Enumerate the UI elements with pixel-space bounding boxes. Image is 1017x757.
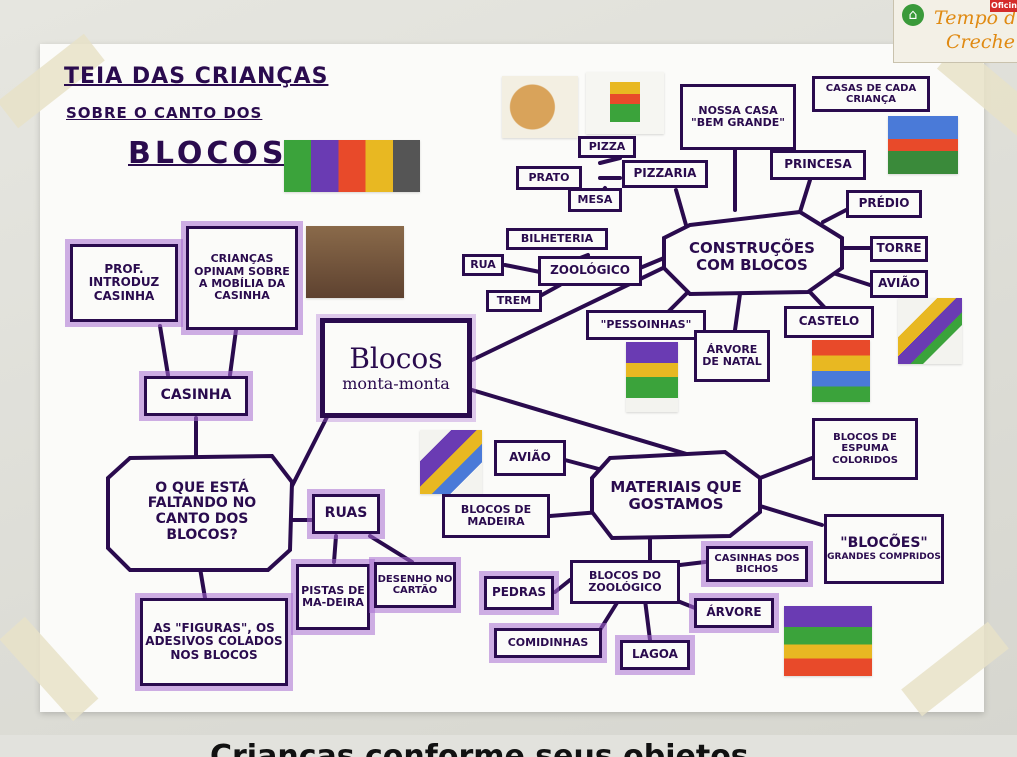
photo-lego-plane	[898, 298, 962, 364]
node-casinha: CASINHA	[144, 376, 248, 416]
photo-pizza	[502, 76, 578, 138]
node-mesa: MESA	[568, 188, 622, 212]
node-princesa: PRINCESA	[770, 150, 866, 180]
node-casinhas-bichos: CASINHAS DOS BICHOS	[706, 546, 808, 582]
node-blocoes-title: "BLOCÕES"	[840, 535, 928, 552]
center-line-2: monta-monta	[342, 373, 450, 393]
hub-construcoes: CONSTRUÇÕES COM BLOCOS	[689, 239, 815, 274]
node-pistas-madeira: PISTAS DE MA-DEIRA	[296, 564, 370, 630]
photo-plane-blocks	[420, 430, 482, 494]
photo-lego-person	[626, 342, 678, 412]
title-line-3: BLOCOS	[128, 136, 288, 171]
node-desenho-cartao: DESENHO NO CARTÃO	[374, 562, 456, 608]
node-pizzaria: PIZZARIA	[622, 160, 708, 188]
photo-castle	[812, 340, 870, 402]
node-arvore: ÁRVORE	[694, 598, 774, 628]
node-rua: RUA	[462, 254, 504, 276]
photo-dollhouse	[306, 226, 404, 298]
logo-line-1: Tempo d	[934, 7, 1017, 29]
node-blocos-zoologico: BLOCOS DO ZOOLÓGICO	[570, 560, 680, 604]
logo-badge: Oficin	[990, 0, 1017, 12]
node-prof-casinha: PROF. INTRODUZ CASINHA	[70, 244, 178, 322]
title-line-1: TEIA DAS CRIANÇAS	[64, 64, 329, 89]
caption-band: Crianças conforme seus objetos	[0, 735, 1017, 757]
center-line-1: Blocos	[349, 342, 443, 376]
photo-house-blocks	[586, 72, 664, 134]
caption-text: Crianças conforme seus objetos	[210, 739, 749, 757]
node-nossa-casa: NOSSA CASA "BEM GRANDE"	[680, 84, 796, 150]
node-pizza: PIZZA	[578, 136, 636, 158]
photo-blocks-pile	[284, 140, 420, 192]
node-prato: PRATO	[516, 166, 582, 190]
node-blocoes: "BLOCÕES" GRANDES COMPRIDOS	[824, 514, 944, 584]
node-castelo: CASTELO	[784, 306, 874, 338]
node-casas-cada-crianca: CASAS DE CADA CRIANÇA	[812, 76, 930, 112]
center-blocos-monta-monta: Blocos monta-monta	[320, 318, 472, 418]
node-zoologico: ZOOLÓGICO	[538, 256, 642, 286]
node-aviao-construcoes: AVIÃO	[870, 270, 928, 298]
title-line-2: SOBRE O CANTO DOS	[66, 104, 263, 122]
node-comidinhas: COMIDINHAS	[494, 628, 602, 658]
node-ruas: RUAS	[312, 494, 380, 534]
node-predio: PRÉDIO	[846, 190, 922, 218]
hub-faltando: O QUE ESTÁ FALTANDO NO CANTO DOS BLOCOS?	[147, 479, 257, 543]
node-aviao-materiais: AVIÃO	[494, 440, 566, 476]
photo-zoo-blocks	[784, 606, 872, 676]
logo-line-2: Creche	[946, 31, 1015, 53]
node-blocoes-sub: GRANDES COMPRIDOS	[827, 551, 941, 562]
node-pessoinhas: "PESSOINHAS"	[586, 310, 706, 340]
node-bilheteria: BILHETERIA	[506, 228, 608, 250]
node-torre: TORRE	[870, 236, 928, 262]
node-arvore-natal: ÁRVORE DE NATAL	[694, 330, 770, 382]
hub-materiais: MATERIAIS QUE GOSTAMOS	[610, 478, 742, 513]
node-criancas-opinam: CRIANÇAS OPINAM SOBRE A MOBÍLIA DA CASIN…	[186, 226, 298, 330]
node-blocos-espuma: BLOCOS DE ESPUMA COLORIDOS	[812, 418, 918, 480]
node-lagoa: LAGOA	[620, 640, 690, 670]
node-trem: TREM	[486, 290, 542, 312]
logo-tempo-creche: ⌂ Tempo d Creche Oficin	[893, 0, 1017, 63]
node-blocos-madeira: BLOCOS DE MADEIRA	[442, 494, 550, 538]
photo-lego-houses	[888, 116, 958, 174]
node-figuras-adesivos: AS "FIGURAS", OS ADESIVOS COLADOS NOS BL…	[140, 598, 288, 686]
node-pedras: PEDRAS	[484, 576, 554, 610]
house-icon: ⌂	[902, 4, 924, 26]
